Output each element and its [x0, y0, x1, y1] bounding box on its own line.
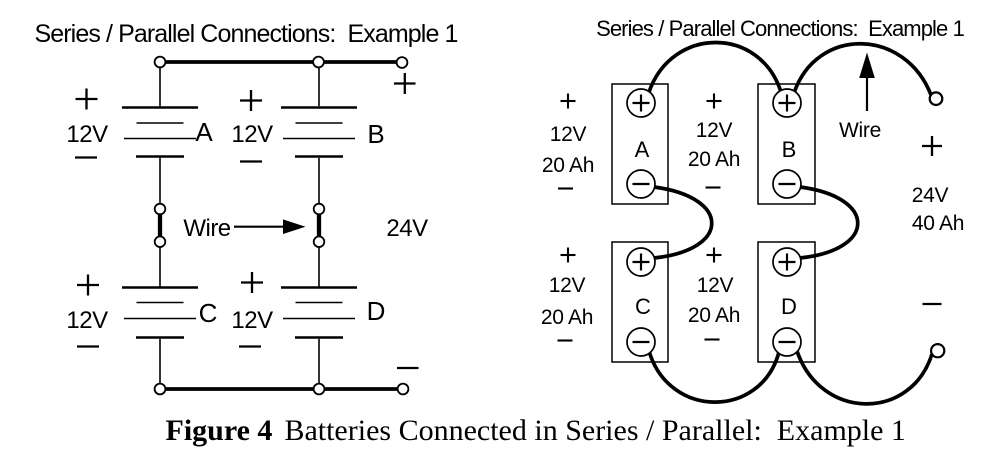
- plus-sign-icon: [706, 247, 722, 263]
- left-schematic-diagram: Series / Parallel Connections: Example 1: [34, 20, 458, 396]
- wire-callout-label: Wire: [839, 119, 881, 142]
- battery-b-voltage: 12V: [231, 121, 273, 148]
- junction-nodes: [153, 55, 410, 396]
- battery-a-symbol: [122, 106, 198, 158]
- battery-c-name: C: [635, 294, 651, 319]
- plus-sign-icon: [560, 93, 576, 109]
- battery-d-symbol: [281, 286, 357, 339]
- battery-d-name: D: [367, 296, 386, 326]
- plus-terminal-icon: [632, 253, 650, 271]
- plus-sign-icon: [241, 272, 263, 293]
- total-voltage-label: 24V: [386, 215, 428, 242]
- cable-a-minus-to-c-plus: [653, 185, 714, 260]
- battery-c-symbol: [122, 286, 198, 339]
- battery-c-voltage: 12V: [66, 307, 108, 334]
- plus-terminal-icon: [778, 253, 796, 271]
- battery-c-capacity: 20 Ah: [541, 306, 593, 329]
- battery-terminals: [626, 88, 802, 357]
- output-plus-sign-icon: [394, 73, 416, 94]
- output-capacity-label: 40 Ah: [912, 212, 964, 235]
- figure-caption-number: Figure 4: [166, 414, 273, 447]
- plus-sign-icon: [77, 274, 99, 296]
- cable-b-minus-to-d-plus: [799, 185, 860, 260]
- right-pictorial-diagram: Series / Parallel Connections: Example 1: [541, 16, 965, 406]
- battery-c-voltage: 12V: [549, 274, 586, 297]
- plus-sign-icon: [706, 93, 722, 109]
- plus-sign-icon: [240, 90, 262, 111]
- wire-callout-arrow-icon: [234, 219, 306, 234]
- battery-b-name: B: [367, 119, 384, 149]
- battery-a-voltage: 12V: [66, 121, 108, 148]
- battery-d-name: D: [781, 294, 797, 319]
- battery-a-name: A: [635, 137, 650, 162]
- output-positive-terminal: [928, 91, 944, 107]
- cable-c-minus-to-d-minus: [647, 350, 781, 404]
- battery-d-voltage: 12V: [231, 307, 273, 334]
- wire-callout-label: Wire: [183, 215, 230, 242]
- battery-b-capacity: 20 Ah: [688, 148, 740, 171]
- output-negative-terminal: [930, 343, 946, 359]
- connecting-cables: [647, 40, 934, 406]
- schematic-wires: [159, 62, 320, 389]
- plus-sign-icon: [75, 88, 98, 110]
- plus-terminal-icon: [632, 94, 650, 112]
- left-diagram-title: Series / Parallel Connections: Example 1: [34, 20, 457, 48]
- cable-b-plus-to-output-plus: [792, 41, 933, 96]
- battery-c-name: C: [199, 298, 218, 328]
- battery-b-name: B: [782, 137, 797, 162]
- figure-caption-text: Batteries Connected in Series / Parallel…: [284, 414, 906, 447]
- battery-d-capacity: 20 Ah: [688, 304, 740, 327]
- battery-b-voltage: 12V: [696, 119, 733, 142]
- battery-a-name: A: [195, 117, 213, 147]
- battery-b-symbol: [281, 106, 357, 158]
- battery-a-voltage: 12V: [550, 123, 587, 146]
- cable-a-plus-to-b-plus: [647, 40, 783, 93]
- output-plus-sign-icon: [922, 136, 942, 156]
- right-diagram-title: Series / Parallel Connections: Example 1: [596, 16, 965, 41]
- figure-caption: Figure 4 Batteries Connected in Series / …: [128, 414, 928, 447]
- plus-sign-icon: [560, 247, 576, 263]
- battery-a-capacity: 20 Ah: [542, 154, 594, 177]
- plus-terminal-icon: [778, 94, 796, 112]
- wire-callout-arrow-icon: [859, 52, 875, 111]
- cable-d-minus-to-output-minus: [795, 350, 934, 406]
- battery-d-voltage: 12V: [697, 274, 734, 297]
- output-voltage-label: 24V: [912, 184, 949, 207]
